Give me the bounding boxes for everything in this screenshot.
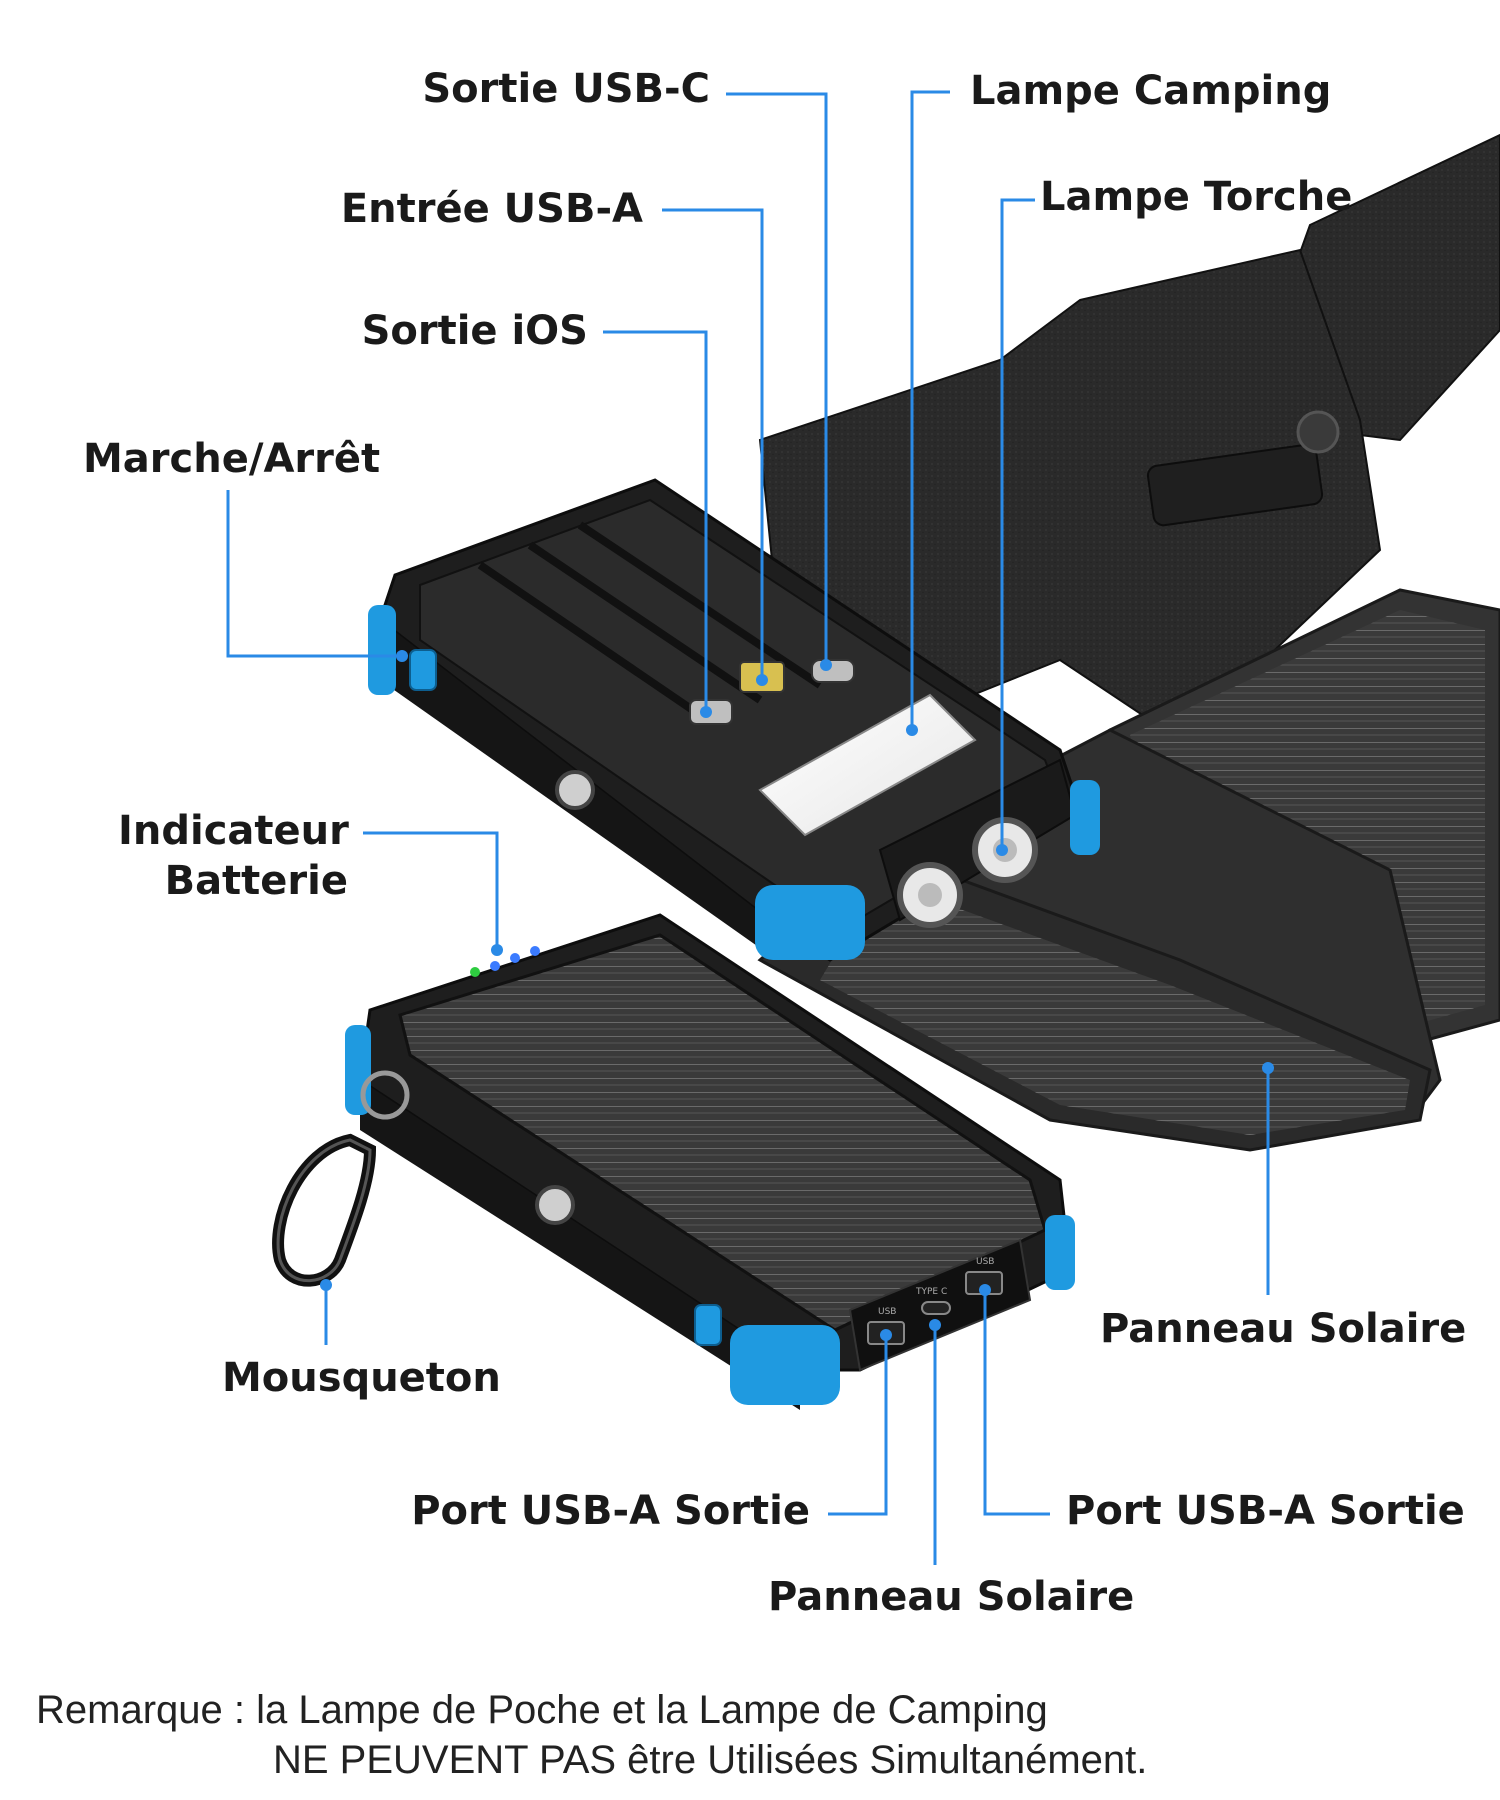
bumper-back-front — [755, 885, 865, 960]
snap-button — [1296, 410, 1340, 454]
leader-lines — [226, 90, 1274, 1565]
battery-led-3 — [530, 946, 540, 956]
leather-flap-cover — [758, 248, 1382, 742]
label-battery-indicator: Indicateur Batterie — [118, 808, 349, 904]
label-solar-panel-bottom: Panneau Solaire — [768, 1574, 1135, 1620]
label-usb-a-port-right: Port USB-A Sortie — [1066, 1488, 1465, 1534]
power-button-back — [409, 649, 437, 691]
bumper-back-left — [368, 605, 396, 695]
builtin-cables — [477, 521, 855, 725]
power-bank-front-side — [360, 1080, 800, 1410]
port-type-c-label: TYPE C — [915, 1287, 947, 1297]
carabiner — [272, 1070, 410, 1287]
label-usb-a-port-left: Port USB-A Sortie — [411, 1488, 810, 1534]
label-usb-c-output: Sortie USB-C — [422, 66, 710, 112]
power-bank-front: USB TYPE C USB — [345, 913, 1075, 1410]
power-bank-back — [368, 478, 1100, 962]
label-ios-output: Sortie iOS — [361, 308, 588, 354]
battery-led-2 — [510, 953, 520, 963]
bumper-front-front — [730, 1325, 840, 1405]
bumper-back-right — [1070, 780, 1100, 855]
note-line-2: NE PEUVENT PAS être Utilisées Simultaném… — [273, 1738, 1148, 1782]
label-flashlight: Lampe Torche — [1040, 174, 1353, 220]
label-carabiner: Mousqueton — [222, 1355, 501, 1401]
label-power-switch: Marche/Arrêt — [83, 436, 381, 482]
label-usb-a-input: Entrée USB-A — [340, 186, 643, 232]
bumper-front-right — [1045, 1215, 1075, 1290]
cover-strap — [1146, 443, 1324, 527]
camping-lamp-panel — [758, 693, 977, 837]
usb-c-connector — [811, 659, 855, 683]
solar-panel-segment-1-cells — [820, 880, 1410, 1135]
power-button-front — [694, 1304, 722, 1346]
port-usb-1-label: USB — [878, 1307, 896, 1317]
battery-led-green — [470, 967, 480, 977]
label-solar-panel-right: Panneau Solaire — [1100, 1306, 1467, 1352]
battery-led-1 — [490, 961, 500, 971]
port-usb-2-label: USB — [976, 1257, 994, 1267]
label-camping-lamp: Lampe Camping — [970, 68, 1332, 114]
note-line-1: Remarque : la Lampe de Poche et la Lampe… — [36, 1688, 1048, 1732]
bumper-front-left — [345, 1025, 371, 1115]
type-c-port — [921, 1301, 951, 1315]
